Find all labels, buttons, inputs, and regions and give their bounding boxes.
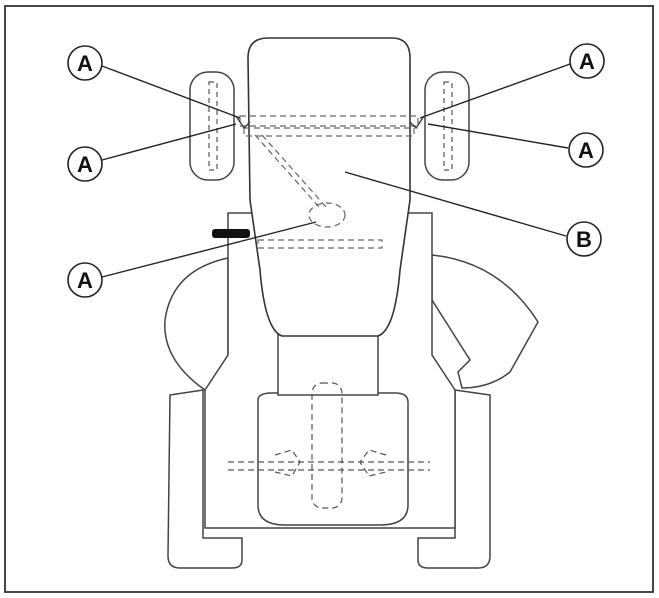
callout-a-mid-right: A: [568, 132, 604, 168]
svg-text:B: B: [576, 227, 592, 252]
callout-b-right: B: [566, 221, 602, 257]
callout-a-top-right: A: [569, 43, 605, 79]
svg-text:A: A: [578, 138, 594, 163]
seat: [257, 392, 409, 526]
svg-text:A: A: [579, 49, 595, 74]
callout-a-low-left: A: [67, 262, 103, 298]
front-left-wheel: [189, 71, 235, 181]
leader-lines: [101, 63, 571, 278]
callout-a-mid-left: A: [67, 146, 103, 182]
lever-handle: [212, 229, 250, 238]
svg-text:A: A: [77, 152, 93, 177]
diagram-border: [4, 5, 654, 593]
callout-a-top-left: A: [67, 45, 103, 81]
rear-drive-dashed: [228, 382, 430, 509]
spindle-right: [409, 115, 425, 130]
svg-text:A: A: [77, 268, 93, 293]
rear-left-wheel: [167, 389, 243, 569]
svg-text:A: A: [77, 51, 93, 76]
front-right-wheel: [424, 71, 470, 181]
spindle-left: [235, 115, 251, 130]
right-fender: [431, 254, 539, 389]
steering-column: [277, 332, 379, 396]
rear-right-wheel: [417, 389, 491, 569]
hood: [247, 37, 411, 337]
left-fender: [164, 257, 229, 391]
